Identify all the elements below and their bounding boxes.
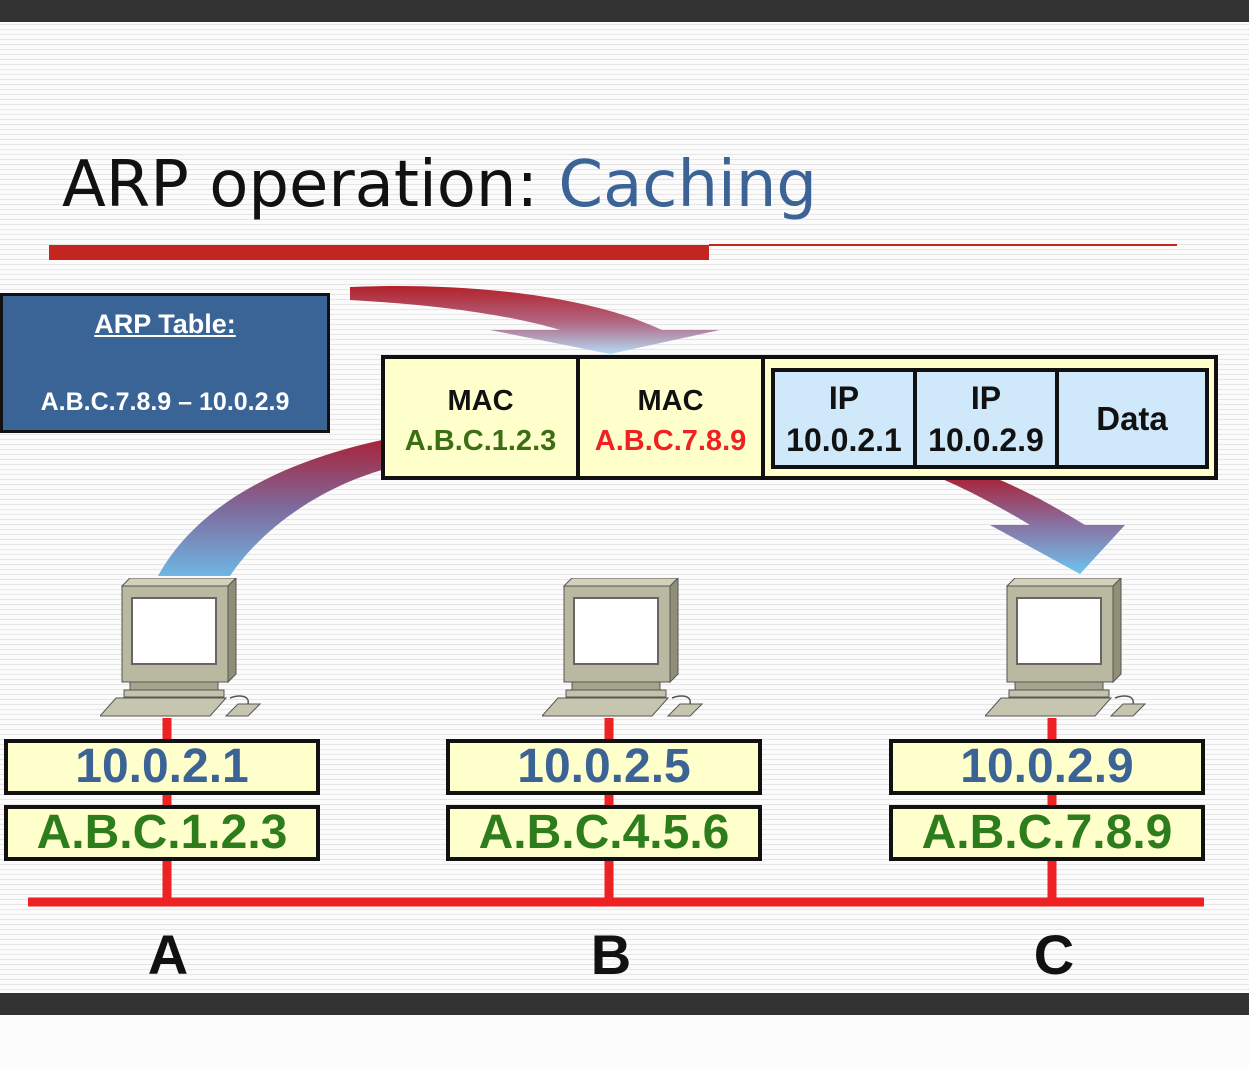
mac-source-value: A.B.C.1.2.3 [404,425,557,457]
frame-ip-source: IP 10.0.2.1 [775,372,917,465]
arrow-frame-to-host-a [158,440,382,576]
ip-packet: IP 10.0.2.1 IP 10.0.2.9 Data [771,368,1209,469]
mac-destination-value: A.B.C.7.8.9 [594,425,747,457]
ip-source-label: IP [828,380,860,416]
host-c-mac: A.B.C.7.8.9 [889,805,1205,861]
ethernet-frame: MAC A.B.C.1.2.3 MAC A.B.C.7.8.9 IP 10.0.… [381,355,1218,480]
host-a-mac: A.B.C.1.2.3 [4,805,320,861]
computer-b-icon [540,576,712,718]
arrow-frame-to-host-c [940,478,1125,574]
arrow-into-frame [350,286,720,354]
host-b-mac: A.B.C.4.5.6 [446,805,762,861]
title-main: ARP operation: [62,148,559,222]
host-b-ip: 10.0.2.5 [446,739,762,795]
frame-mac-destination: MAC A.B.C.7.8.9 [580,359,765,476]
bottom-band [0,993,1249,1015]
host-b-label: B [590,923,632,986]
ip-destination-label: IP [970,380,1002,416]
ip-destination-value: 10.0.2.9 [928,422,1044,458]
frame-ip-destination: IP 10.0.2.9 [917,372,1059,465]
mac-source-label: MAC [447,385,514,417]
title-highlight: Caching [558,148,817,222]
slide-title: ARP operation: Caching [62,148,817,222]
arp-table-entry: A.B.C.7.8.9 – 10.0.2.9 [40,388,290,416]
host-c-ip: 10.0.2.9 [889,739,1205,795]
top-band [0,0,1249,22]
arp-table-heading: ARP Table: [94,309,236,339]
frame-data-label: Data [1096,400,1168,437]
host-a-ip: 10.0.2.1 [4,739,320,795]
bottom-strip [0,1015,1249,1068]
title-underline-thin [709,244,1177,246]
mac-destination-label: MAC [637,385,704,417]
computer-a-icon [98,576,270,718]
computer-c-icon [983,576,1155,718]
frame-mac-source: MAC A.B.C.1.2.3 [385,359,580,476]
frame-data: Data [1059,372,1205,465]
host-a-label: A [147,923,189,986]
host-c-label: C [1033,923,1075,986]
title-underline-thick [49,245,709,260]
ip-source-value: 10.0.2.1 [786,422,902,458]
arp-table: ARP Table: A.B.C.7.8.9 – 10.0.2.9 [0,293,330,433]
